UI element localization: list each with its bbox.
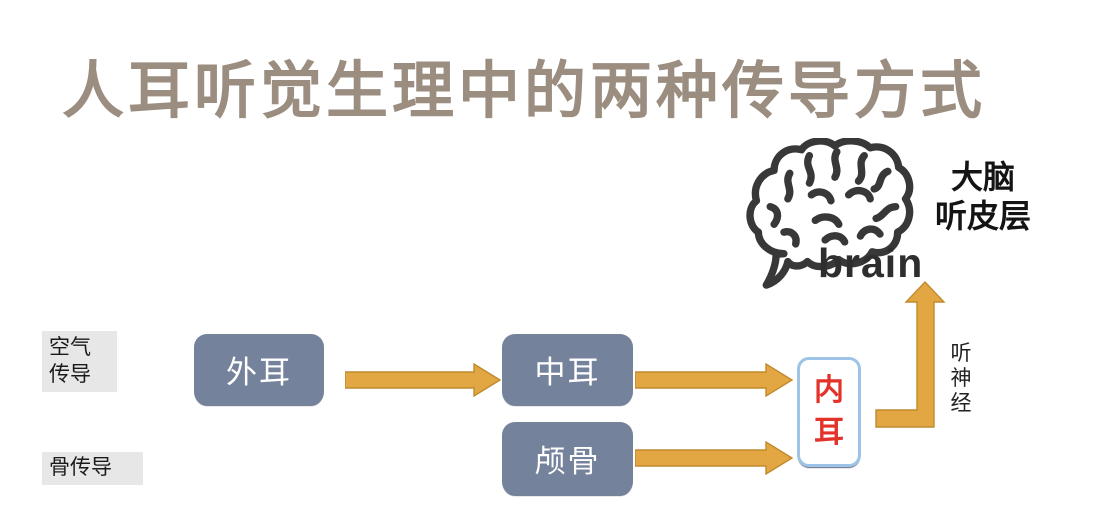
- node-inner-ear: 内 耳: [797, 357, 861, 467]
- auditory-cortex-label: 大脑 听皮层: [934, 159, 1031, 234]
- node-middle-ear: 中耳: [502, 334, 633, 405]
- brain-caption: brain: [818, 240, 924, 286]
- node-skull: 颅骨: [502, 422, 633, 495]
- auditory-nerve-label: 听 神 经: [950, 342, 972, 415]
- air-conduction-label: 空气 传导: [42, 331, 117, 392]
- node-outer-ear: 外耳: [194, 334, 324, 405]
- bone-conduction-label: 骨传导: [42, 452, 143, 485]
- brain-icon: [746, 138, 914, 289]
- arrow-inner-to-brain-icon: [875, 280, 946, 428]
- arrow-outer-to-middle-icon: [345, 363, 502, 397]
- slide-title: 人耳听觉生理中的两种传导方式: [62, 57, 987, 126]
- arrow-middle-to-inner-icon: [635, 363, 794, 397]
- arrow-skull-to-inner-icon: [635, 441, 794, 475]
